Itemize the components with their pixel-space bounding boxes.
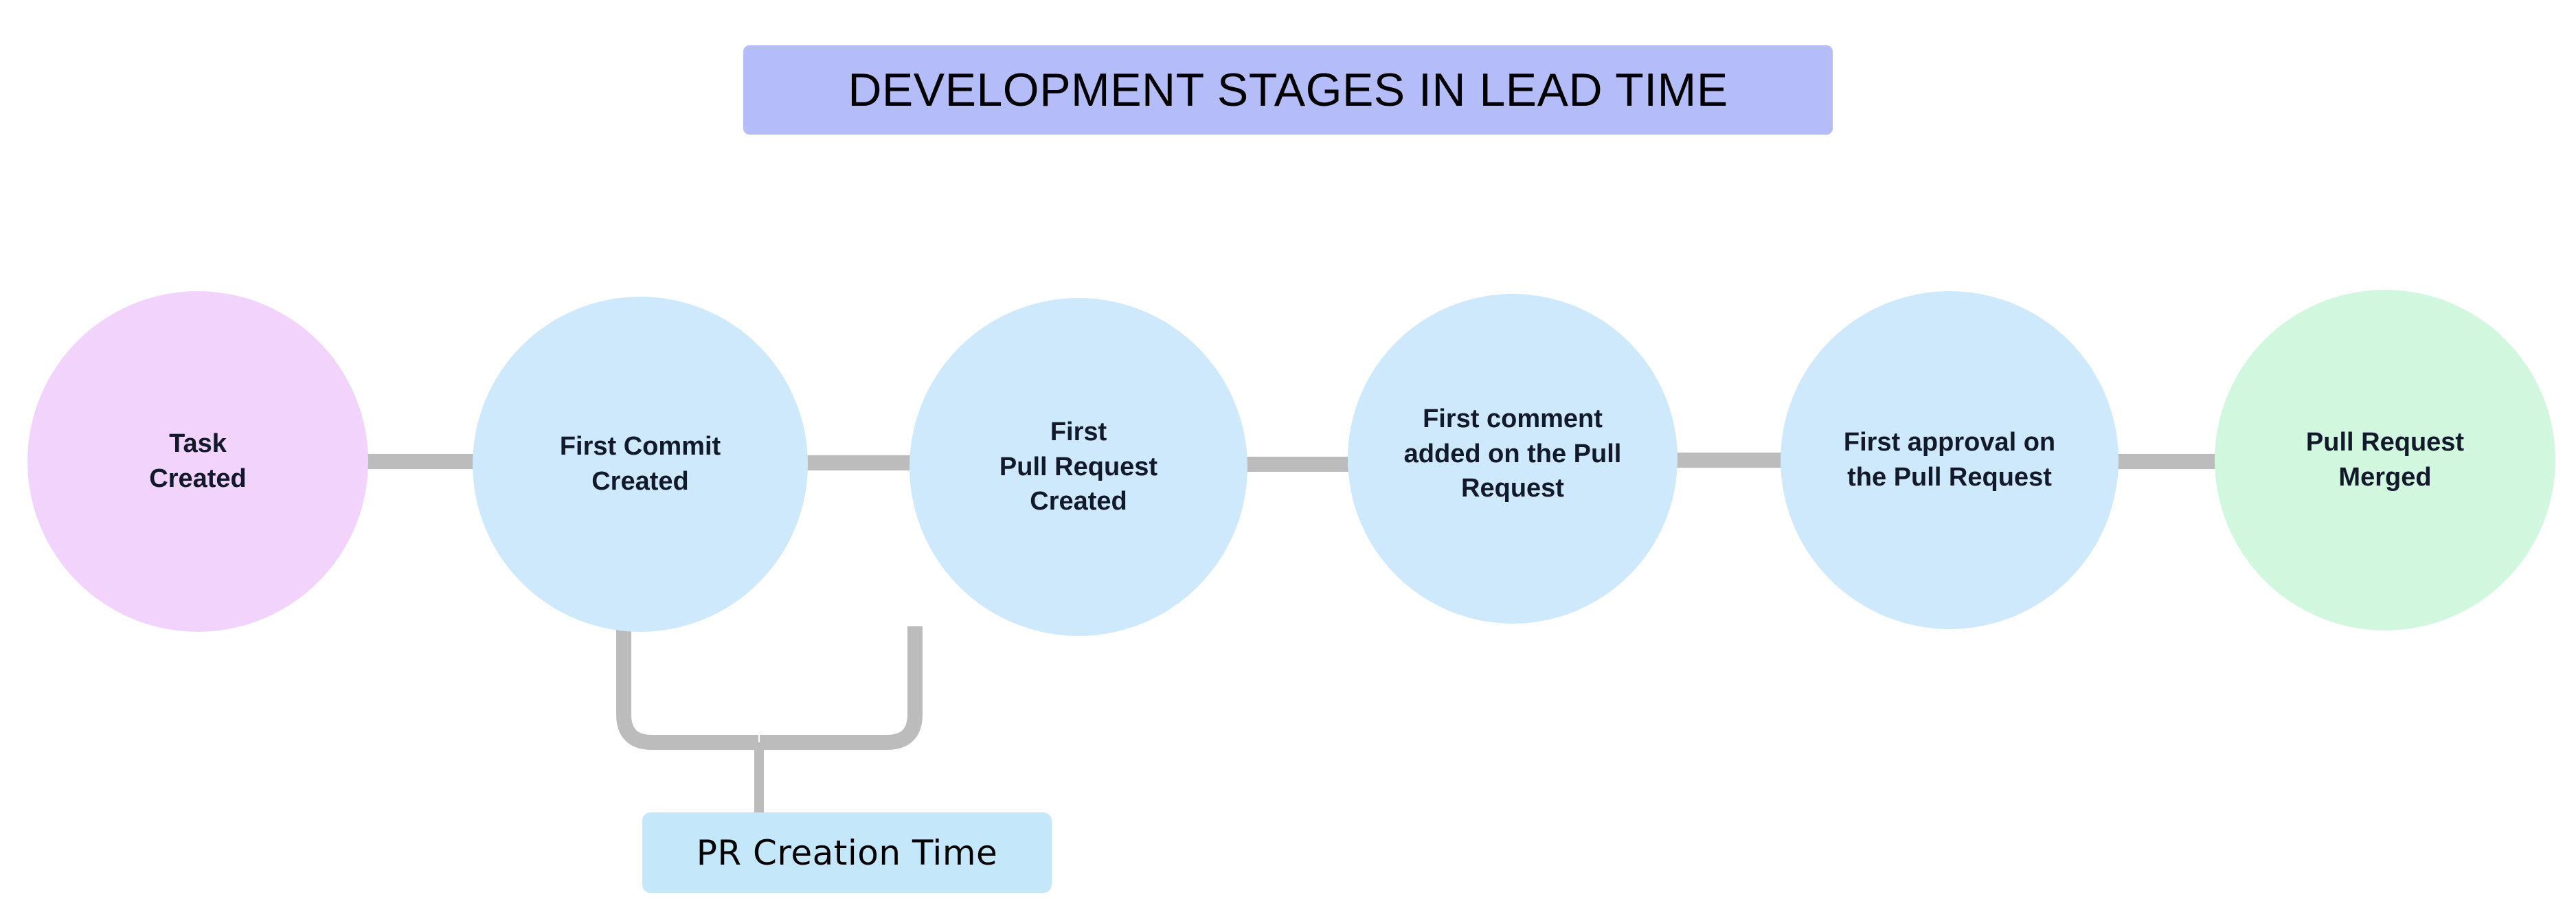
node-first-pull-request-created[interactable]: First Pull Request Created [909, 298, 1247, 636]
node-first-commit-created[interactable]: First Commit Created [473, 297, 808, 632]
node-pull-request-merged[interactable]: Pull Request Merged [2215, 290, 2555, 630]
diagram-title-text: DEVELOPMENT STAGES IN LEAD TIME [848, 64, 1728, 116]
edge-bracket-left [616, 626, 758, 750]
node-label-pull-request-merged: Pull Request Merged [2305, 428, 2465, 492]
node-task-created[interactable]: Task Created [27, 291, 368, 632]
node-label-first-pull-request-created: First Pull Request Created [999, 418, 1158, 516]
node-label-task-created: Task Created [149, 429, 247, 493]
node-label-first-approval: First approval on the Pull Request [1843, 428, 2056, 492]
edge-bracket-right [760, 626, 923, 750]
node-first-comment-added[interactable]: First comment added on the Pull Request [1348, 294, 1677, 624]
edge-label-pr-creation-time-text: PR Creation Time [696, 832, 998, 873]
node-label-first-comment-added: First comment added on the Pull Request [1403, 404, 1622, 503]
node-first-approval[interactable]: First approval on the Pull Request [1781, 291, 2119, 629]
edge-label-pr-creation-time[interactable]: PR Creation Time [642, 812, 1052, 893]
diagram-title-banner: DEVELOPMENT STAGES IN LEAD TIME [743, 45, 1833, 135]
node-label-first-commit-created: First Commit Created [559, 432, 721, 496]
